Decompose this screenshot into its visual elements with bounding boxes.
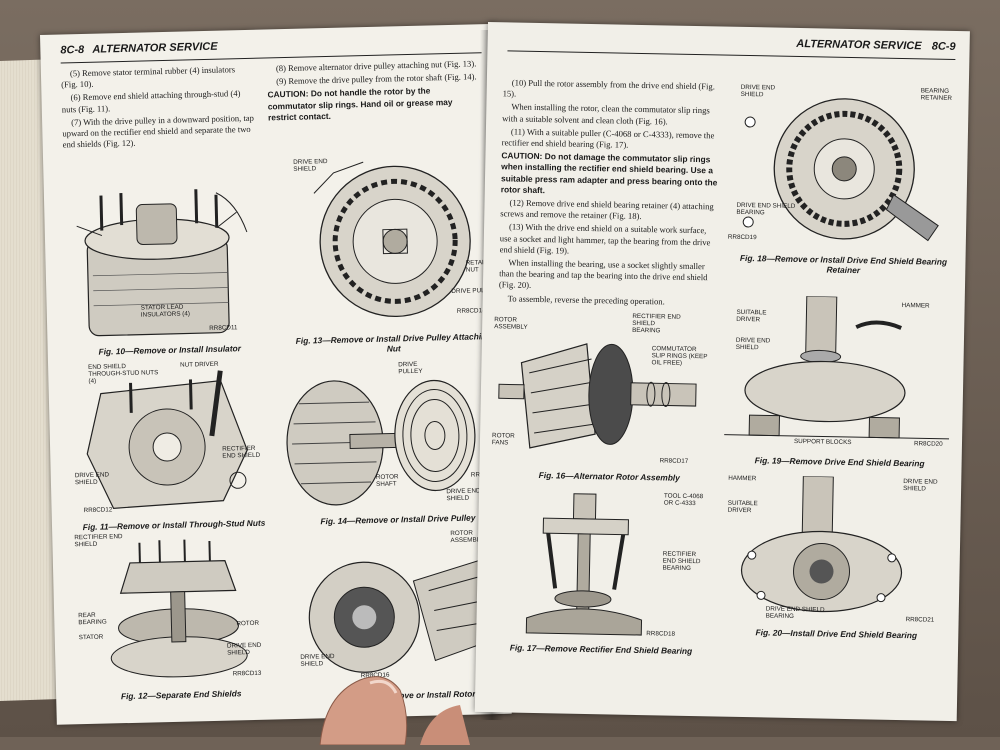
fig11-code: RR8CD12: [84, 506, 113, 514]
section-title: ALTERNATOR SERVICE: [92, 41, 218, 56]
fig16-label-rotor-assembly: ROTOR ASSEMBLY: [494, 316, 534, 331]
fig19-label-suitable-driver: SUITABLE DRIVER: [736, 309, 781, 324]
fig13-illustration: DRIVE END SHIELD RETAINING NUT DRIVE PUL…: [273, 149, 492, 324]
fig18-label-drive-end-shield-bearing: DRIVE END SHIELD BEARING: [736, 202, 796, 217]
fig11-label-nut-driver: NUT DRIVER: [180, 361, 219, 369]
fig16-caption: Fig. 16—Alternator Rotor Assembly: [509, 469, 709, 483]
step-10-note: When installing the rotor, clean the com…: [502, 102, 720, 129]
assemble-note: To assemble, reverse the preceding opera…: [499, 293, 717, 308]
fig12-label-stator: STATOR: [79, 634, 104, 642]
page-number: 8C-9: [932, 41, 956, 53]
fig16-label-rotor-fans: ROTOR FANS: [492, 432, 522, 447]
page-number: 8C-8: [60, 44, 84, 57]
fig12-label-rear-bearing: REAR BEARING: [78, 611, 118, 626]
fig19-label-drive-end-shield: DRIVE END SHIELD: [736, 337, 776, 352]
fig19-illustration: HAMMER SUITABLE DRIVER DRIVE END SHIELD …: [724, 295, 952, 449]
step-7: (7) With the drive pulley in a downward …: [62, 113, 255, 151]
fig17-label-rectifier-end-shield-bearing: RECTIFIER END SHIELD BEARING: [662, 550, 707, 572]
fig10-label-insulators: STATOR LEAD INSULATORS (4): [141, 303, 221, 319]
fig16-label-rectifier-end-shield-bearing: RECTIFIER END SHIELD BEARING: [632, 313, 682, 335]
fig18-illustration: DRIVE END SHIELD BEARING RETAINER DRIVE …: [728, 82, 956, 246]
fig19-label-hammer: HAMMER: [902, 302, 930, 310]
right-page-header: ALTERNATOR SERVICE 8C-9: [507, 32, 955, 60]
step-12: (12) Remove drive end shield bearing ret…: [500, 197, 718, 224]
fig11-illustration: END SHIELD THROUGH-STUD NUTS (4) NUT DRI…: [70, 360, 269, 520]
fig18-code: RR8CD19: [728, 234, 757, 242]
caution-note: CAUTION: Do not damage the commutator sl…: [501, 151, 720, 200]
fig11-label-drive-end-shield: DRIVE END SHIELD: [75, 471, 115, 486]
fig20-label-drive-end-shield-bearing: DRIVE END SHIELD BEARING: [766, 605, 846, 621]
fig10-caption: Fig. 10—Remove or Install Insulator: [70, 342, 270, 357]
fig18-label-bearing-retainer: BEARING RETAINER: [921, 87, 961, 102]
step-10: (10) Pull the rotor assembly from the dr…: [503, 77, 721, 104]
fig14-caption: Fig. 14—Remove or Install Drive Pulley: [298, 512, 498, 527]
fig12-caption: Fig. 12—Separate End Shields: [96, 688, 266, 702]
fig16-code: RR8CD17: [660, 457, 689, 465]
fig20-label-hammer: HAMMER: [728, 475, 756, 483]
left-page: 8C-8 ALTERNATOR SERVICE (5) Remove stato…: [40, 24, 512, 725]
step-6: (6) Remove end shield attaching through-…: [61, 88, 253, 115]
section-title: ALTERNATOR SERVICE: [796, 38, 922, 52]
right-page-text: (10) Pull the rotor assembly from the dr…: [499, 77, 721, 310]
left-column-text: (5) Remove stator terminal rubber (4) in…: [61, 64, 255, 153]
step-11: (11) With a suitable puller (C-4068 or C…: [502, 126, 720, 153]
fig20-label-suitable-driver: SUITABLE DRIVER: [728, 500, 768, 515]
fig18-label-drive-end-shield: DRIVE END SHIELD: [741, 84, 781, 99]
fig19-caption: Fig. 19—Remove Drive End Shield Bearing: [740, 455, 940, 469]
right-column-text: (8) Remove alternator drive pulley attac…: [267, 58, 480, 125]
fig17-label-tool: TOOL C-4068 OR C-4333: [664, 492, 709, 507]
fig14-label-rotor-shaft: ROTOR SHAFT: [376, 473, 411, 488]
fig18-caption: Fig. 18—Remove or Install Drive End Shie…: [733, 253, 953, 277]
fig20-caption: Fig. 20—Install Drive End Shield Bearing: [736, 627, 936, 641]
fig14-illustration: DRIVE PULLEY ROTOR SHAFT DRIVE END SHIEL…: [278, 359, 497, 514]
fig12-illustration: RECTIFIER END SHIELD REAR BEARING STATOR…: [74, 529, 278, 684]
step-13-note: When installing the bearing, use a socke…: [499, 257, 718, 295]
fig17-illustration: TOOL C-4068 OR C-4333 RECTIFIER END SHIE…: [516, 488, 719, 642]
fig20-label-drive-end-shield: DRIVE END SHIELD: [903, 478, 943, 493]
fig16-illustration: ROTOR ASSEMBLY RECTIFIER END SHIELD BEAR…: [490, 312, 718, 466]
fig17-code: RR8CD18: [646, 630, 675, 638]
fig12-label-rotor: ROTOR: [236, 620, 259, 628]
fig20-illustration: HAMMER DRIVE END SHIELD SUITABLE DRIVER …: [720, 475, 948, 629]
step-5: (5) Remove stator terminal rubber (4) in…: [61, 64, 253, 91]
fig10-code: RR8CD11: [209, 324, 237, 332]
fig16-label-commutator-slip-rings: COMMUTATOR SLIP RINGS (KEEP OIL FREE): [651, 345, 709, 367]
fig19-label-support-blocks: SUPPORT BLOCKS: [794, 438, 852, 446]
caution-note: CAUTION: Do not handle the rotor by the …: [267, 85, 480, 124]
fig20-code: RR8CD21: [906, 616, 935, 624]
right-page: ALTERNATOR SERVICE 8C-9 (10) Pull the ro…: [475, 22, 970, 721]
fig11-label-through-stud-nuts: END SHIELD THROUGH-STUD NUTS (4): [88, 362, 158, 385]
fig11-label-rectifier-end-shield: RECTIFIER END SHIELD: [222, 445, 267, 460]
fig19-code: RR8CD20: [914, 440, 943, 448]
thumb: [300, 655, 470, 745]
fig12-code: RR8CD13: [233, 670, 262, 678]
fig12-label-rectifier-end-shield: RECTIFIER END SHIELD: [74, 533, 124, 548]
fig12-label-drive-end-shield: DRIVE END SHIELD: [227, 642, 267, 657]
step-13: (13) With the drive end shield on a suit…: [500, 222, 719, 260]
fig13-label-drive-end-shield: DRIVE END SHIELD: [293, 158, 333, 173]
fig17-caption: Fig. 17—Remove Rectifier End Shield Bear…: [491, 642, 711, 656]
fig13-caption: Fig. 13—Remove or Install Drive Pulley A…: [293, 331, 493, 356]
fig14-label-drive-pulley: DRIVE PULLEY: [398, 360, 438, 375]
fig10-illustration: STATOR LEAD INSULATORS (4) RR8CD11: [66, 182, 265, 342]
